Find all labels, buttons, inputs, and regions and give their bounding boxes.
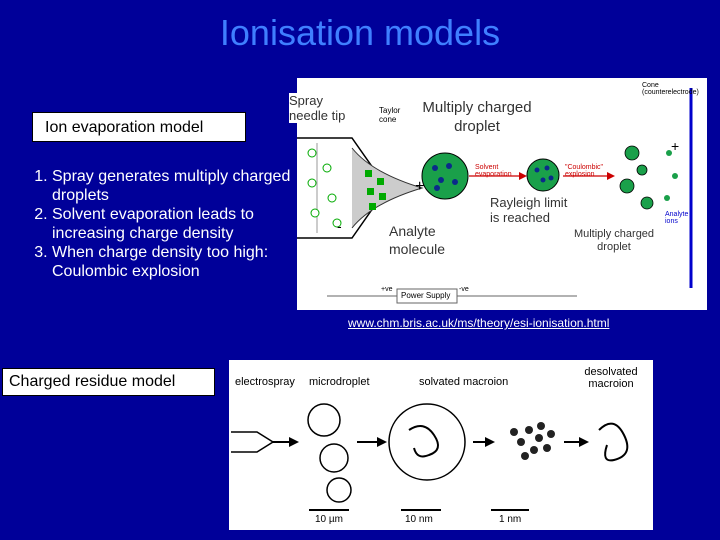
taylor-cone-icon [351, 147, 424, 229]
desolvated-macroion-icon [598, 422, 629, 462]
minus-sign: - [337, 218, 342, 234]
power-supply-label: Power Supply [401, 291, 451, 300]
microdroplet-label: microdroplet [309, 376, 370, 388]
power-supply-icon [327, 288, 577, 304]
spray-needle-tip-callout: Spray needle tip [289, 93, 359, 123]
taylor-cone-label: Taylor cone [379, 106, 401, 124]
cone-counterelectrode-label: Cone (counterelectrode) [642, 82, 699, 96]
slide-title: Ionisation models [219, 12, 501, 53]
coulombic-explosion-label: "Coulombic" explosion [565, 164, 604, 178]
multiply-charged-droplet-icon [421, 152, 469, 200]
solvent-evaporation-label: Solvent evaporation [475, 164, 512, 178]
macroion-cluster-icon [510, 422, 555, 460]
analyte-molecule-callout: Analyte molecule [389, 222, 455, 258]
charged-residue-label: Charged residue model [2, 368, 215, 396]
multiply-charged-droplet-callout: Multiply charged droplet [412, 98, 542, 136]
scale-label-1: 10 µm [315, 514, 343, 525]
esi-diagram [297, 88, 693, 304]
plus-sign: + [415, 178, 425, 195]
desolvated-macroion-label: desolvated macroion [584, 366, 638, 390]
ion-evaporation-steps: Spray generates multiply charged droplet… [30, 167, 302, 281]
small-droplet-callout: Multiply charged droplet [568, 228, 660, 254]
solvated-macroion-icon [388, 403, 466, 481]
positive-terminal-label: +ve [381, 286, 393, 293]
ion-evaporation-label: Ion evaporation model [32, 112, 246, 142]
shrunken-droplet-icon [526, 158, 560, 192]
scale-label-2: 10 nm [405, 514, 433, 525]
scale-label-3: 1 nm [499, 514, 522, 525]
electrospray-needle-icon [231, 431, 275, 453]
step-item: Spray generates multiply charged droplet… [52, 167, 302, 205]
microdroplets-icon [307, 403, 352, 503]
offspring-droplets-icon [619, 145, 654, 210]
negative-terminal-label: -ve [459, 286, 469, 293]
source-link[interactable]: www.chm.bris.ac.uk/ms/theory/esi-ionisat… [348, 316, 610, 330]
step-item: Solvent evaporation leads to increasing … [52, 205, 302, 243]
charged-residue-figure: electrospray microdroplet solvated macro… [229, 360, 653, 530]
plus-sign: + [671, 138, 680, 154]
analyte-ions-icon [664, 150, 678, 201]
cone-ions-icon [365, 170, 386, 210]
crm-diagram [231, 403, 629, 511]
step-item: When charge density too high: Coulombic … [52, 243, 302, 281]
rayleigh-limit-callout: Rayleigh limit is reached [490, 195, 580, 225]
needle-ions-icon [307, 148, 342, 228]
analyte-ions-label: Analyte ions [665, 211, 689, 225]
solvated-macroion-label: solvated macroion [419, 376, 509, 388]
electrospray-label: electrospray [235, 376, 295, 388]
